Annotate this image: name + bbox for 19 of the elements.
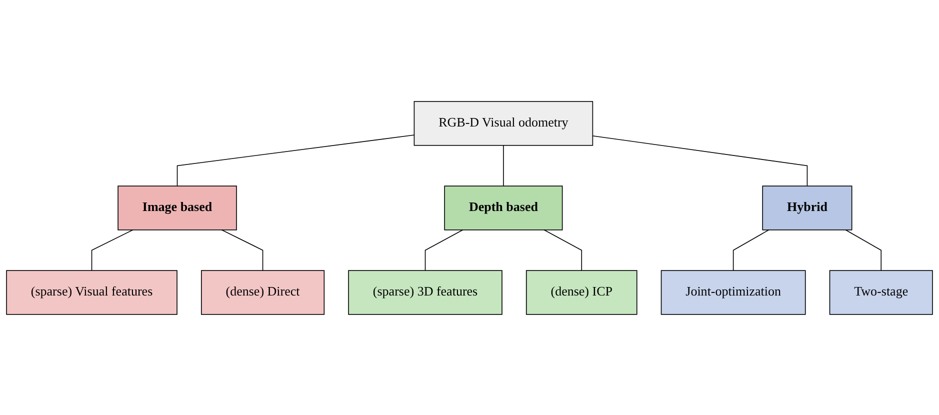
node-box: (dense) Direct bbox=[200, 270, 325, 314]
node-box: Hybrid bbox=[762, 185, 852, 230]
node-box: Joint-optimization bbox=[660, 270, 806, 314]
node-box: Depth based bbox=[444, 185, 563, 230]
connector bbox=[176, 134, 415, 186]
node-box: RGB-D Visual odometry bbox=[414, 100, 594, 146]
node-box: Two-stage bbox=[829, 270, 933, 314]
node-box: (sparse) Visual features bbox=[6, 270, 178, 314]
node-box: Image based bbox=[118, 185, 237, 230]
connector bbox=[592, 134, 808, 186]
connector bbox=[544, 229, 582, 270]
connector bbox=[91, 229, 134, 270]
node-box: (sparse) 3D features bbox=[348, 270, 502, 314]
connector bbox=[221, 229, 264, 270]
connector bbox=[845, 229, 882, 270]
connector bbox=[424, 229, 464, 270]
connector bbox=[503, 144, 504, 186]
node-box: (dense) ICP bbox=[526, 270, 638, 314]
connector bbox=[732, 229, 770, 270]
